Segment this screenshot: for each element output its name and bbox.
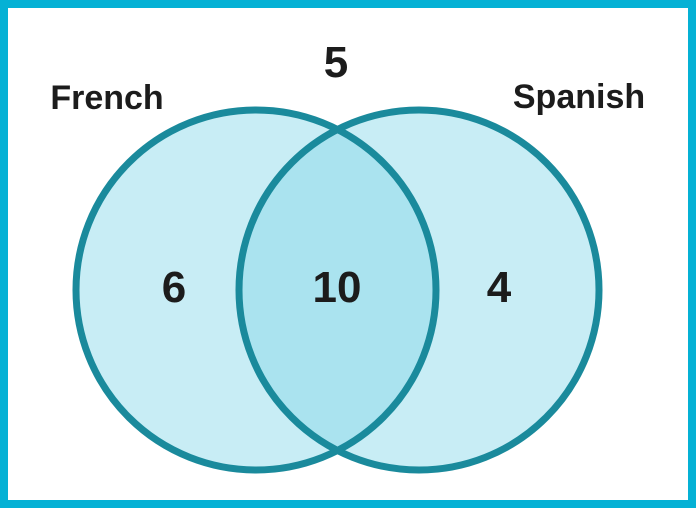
intersection-region (238, 129, 437, 451)
spanish-set-label: Spanish (513, 78, 645, 116)
spanish-only-count: 4 (487, 263, 512, 312)
french-only-count: 6 (162, 263, 186, 312)
french-set-label: French (50, 79, 163, 117)
french-circle-outline (72, 106, 440, 474)
spanish-circle-outline (235, 106, 603, 474)
outside-count: 5 (324, 38, 348, 87)
intersection-count: 10 (313, 263, 362, 312)
